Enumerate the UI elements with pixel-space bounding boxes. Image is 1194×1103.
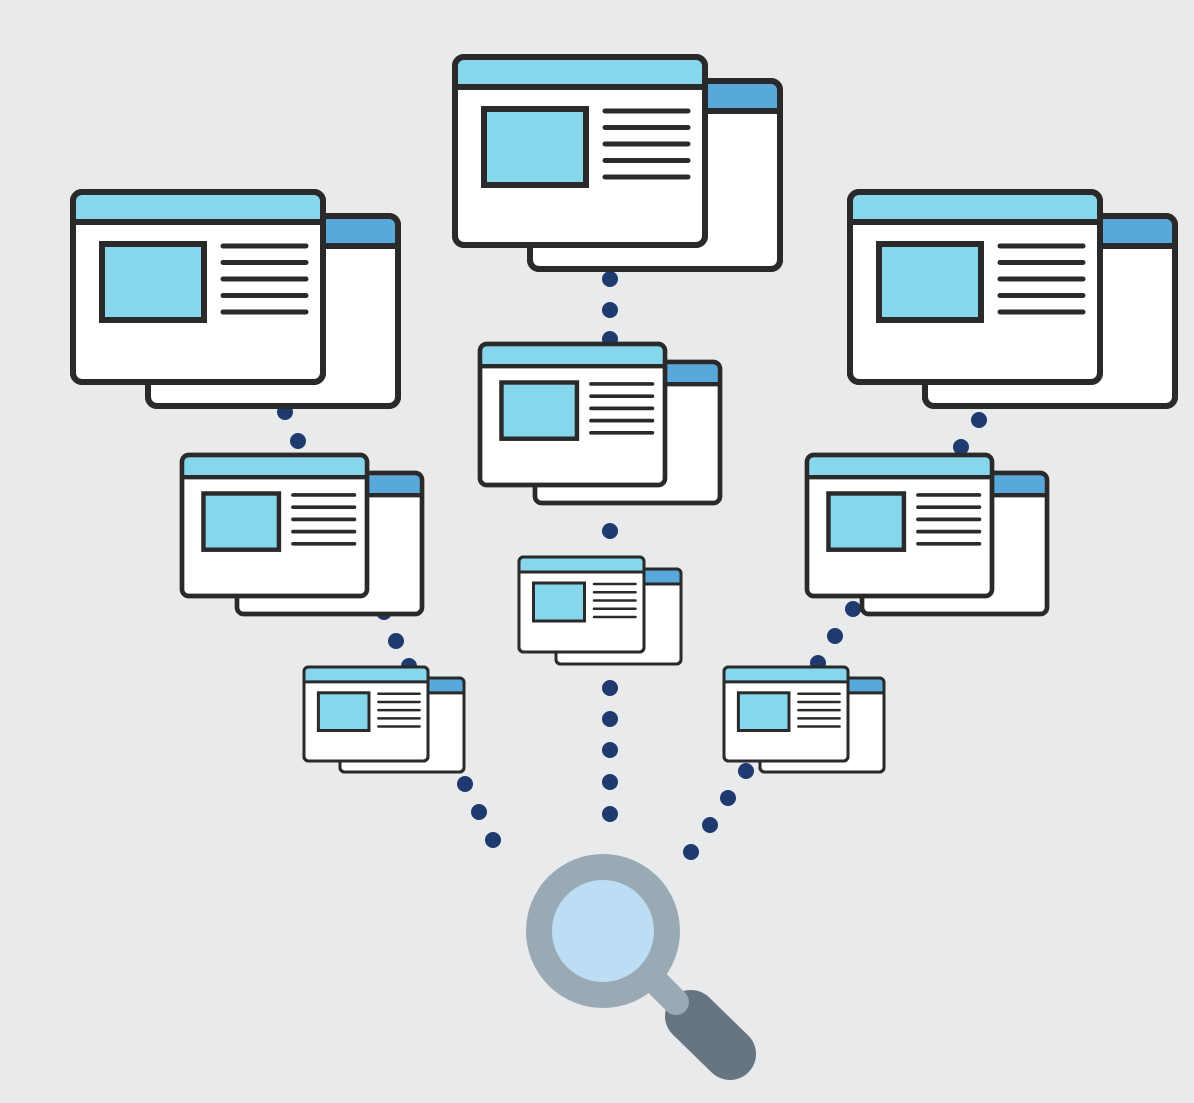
connector-dot (845, 601, 861, 617)
connector-dot (602, 774, 618, 790)
image-placeholder (316, 691, 371, 732)
front-window (722, 665, 850, 763)
image-placeholder (481, 106, 589, 188)
dotted-path-2 (602, 271, 618, 822)
title-bar (184, 457, 365, 478)
title-bar (482, 346, 663, 367)
text-lines (220, 243, 309, 315)
front-window (70, 189, 326, 385)
browser-window-icon (804, 452, 1050, 617)
browser-window-icon (517, 555, 683, 666)
window-outline (302, 665, 430, 763)
title-bar (520, 558, 643, 572)
text-lines (589, 382, 655, 435)
title-bar (458, 60, 702, 87)
connector-dot (602, 711, 618, 727)
browser-window-icon (477, 341, 723, 506)
browser-window-icon (452, 54, 783, 272)
browser-window-icon (847, 189, 1178, 409)
connector-dot (290, 433, 306, 449)
title-bar (305, 668, 427, 682)
browser-window-icon (302, 665, 466, 774)
front-window (847, 189, 1103, 385)
front-window (517, 555, 646, 654)
connector-dot (457, 776, 473, 792)
front-window (804, 452, 995, 599)
browser-window-stacks (70, 54, 1178, 774)
dotted-path-3 (683, 412, 987, 860)
image-placeholder (499, 380, 580, 441)
title-bar (725, 668, 847, 682)
connector-dot (827, 628, 843, 644)
connector-dot (602, 302, 618, 318)
magnifier-handle (665, 990, 756, 1080)
title-bar (76, 195, 320, 222)
connector-dot (683, 844, 699, 860)
front-window (302, 665, 430, 763)
window-outline (70, 189, 326, 385)
connector-dot (602, 271, 618, 287)
title-bar (809, 457, 990, 478)
text-lines (602, 108, 691, 180)
magnifier-lens (526, 854, 680, 1008)
text-lines (997, 243, 1086, 315)
window-outline (722, 665, 850, 763)
connector-dot (702, 817, 718, 833)
image-placeholder (736, 691, 791, 732)
magnifying-glass-icon (526, 854, 756, 1080)
connector-dot (602, 680, 618, 696)
connector-dot (471, 804, 487, 820)
window-outline (179, 452, 370, 599)
text-lines (377, 692, 421, 728)
text-lines (797, 692, 841, 728)
image-placeholder (99, 241, 207, 323)
connector-dot (602, 742, 618, 758)
text-lines (592, 582, 637, 619)
front-window (477, 341, 668, 488)
text-lines (916, 493, 982, 546)
connector-dot (953, 439, 969, 455)
text-lines (291, 493, 357, 546)
image-placeholder (532, 581, 586, 623)
browser-window-icon (722, 665, 886, 774)
image-placeholder (876, 241, 984, 323)
window-outline (804, 452, 995, 599)
front-window (179, 452, 370, 599)
connector-dot (602, 806, 618, 822)
connector-dot (971, 412, 987, 428)
browser-window-icon (179, 452, 425, 617)
window-outline (452, 54, 708, 248)
connector-dot (602, 523, 618, 539)
window-outline (847, 189, 1103, 385)
browser-window-icon (70, 189, 401, 409)
connector-dot (388, 633, 404, 649)
connector-dot (738, 763, 754, 779)
connector-dot (720, 790, 736, 806)
window-outline (477, 341, 668, 488)
title-bar (853, 195, 1097, 222)
connector-dot (485, 832, 501, 848)
window-outline (517, 555, 646, 654)
image-placeholder (201, 491, 282, 552)
front-window (452, 54, 708, 248)
image-placeholder (826, 491, 907, 552)
